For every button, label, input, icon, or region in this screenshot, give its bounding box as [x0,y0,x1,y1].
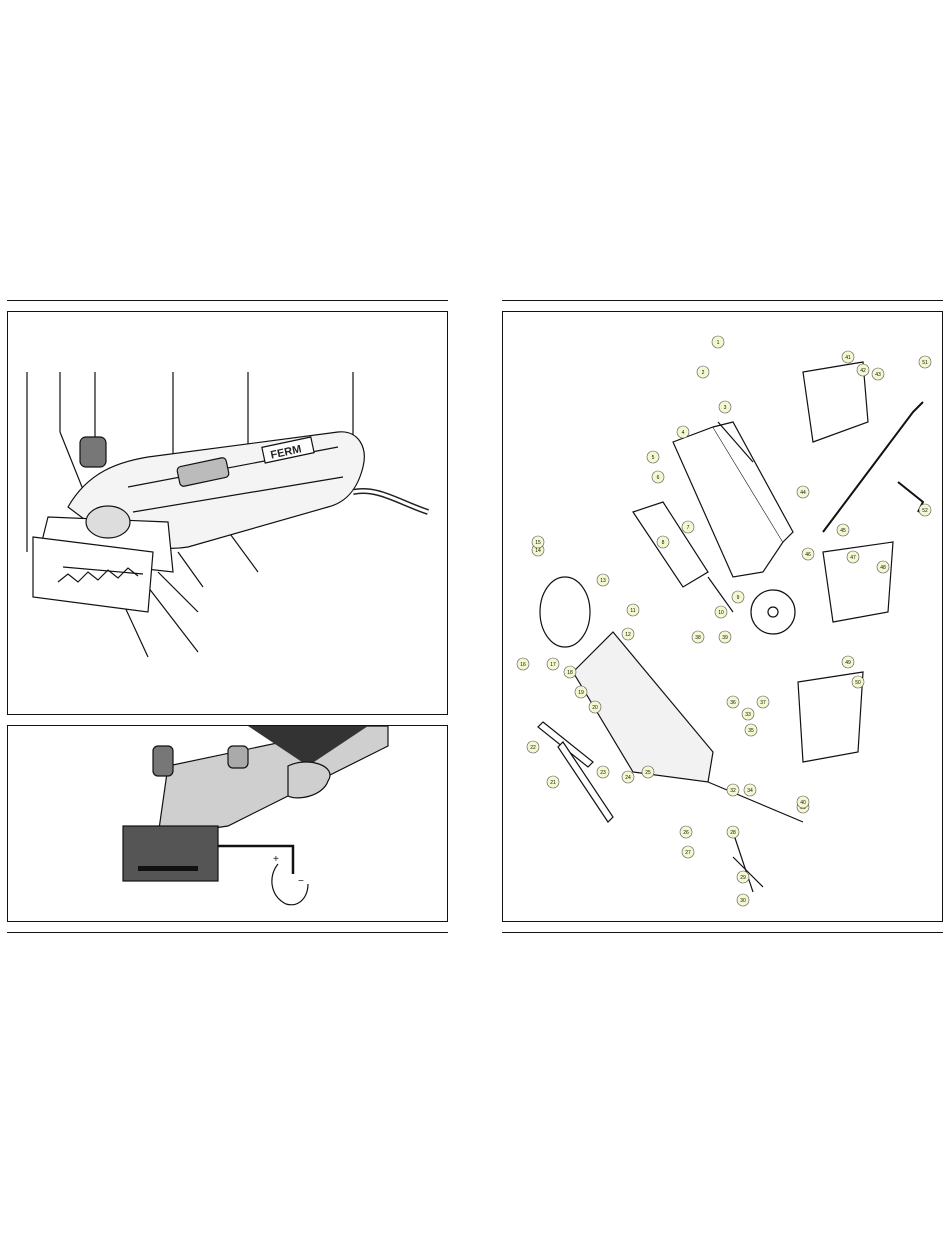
plus-sign: + [273,854,279,865]
right-header-rule [502,300,943,301]
part-callout-number: 35 [748,728,754,734]
part-callout-number: 36 [730,700,736,706]
base-plate [123,826,218,881]
part-callout-number: 27 [685,850,691,856]
depth-knob [80,437,106,467]
part-callout-number: 6 [657,475,660,481]
part-callout-number: 30 [740,898,746,904]
part-callout-number: 8 [662,540,665,546]
left-footer-rule [7,932,448,933]
part-callout-number: 38 [695,635,701,641]
part-callout-number: 48 [880,565,886,571]
part-callout-number: 29 [740,875,746,881]
part-callout-number: 14 [535,548,541,554]
part-callout-number: 7 [687,525,690,531]
part-callout-number: 32 [730,788,736,794]
tool-overview-figure: FERM [7,311,448,715]
part-callout-number: 40 [800,800,806,806]
part-callout-number: 22 [530,745,536,751]
part-callout-number: 34 [747,788,753,794]
part-callout-number: 23 [600,770,606,776]
part-callout-number: 26 [683,830,689,836]
part-callout-number: 50 [855,680,861,686]
part-callout-number: 43 [875,372,881,378]
part-callout-number: 52 [922,508,928,514]
part-callout-number: 15 [535,540,541,546]
part-callout-number: 5 [652,455,655,461]
right-footer-rule [502,932,943,933]
part-callout-number: 28 [730,830,736,836]
part-callout-number: 51 [922,360,928,366]
part-callout-number: 17 [550,662,556,668]
part-callout-number: 1 [717,340,720,346]
blade-flange [86,506,130,538]
part-callout-number: 24 [625,775,631,781]
part-callout-number: 3 [724,405,727,411]
part-callout-number: 13 [600,578,606,584]
part-callout-number: 39 [722,635,728,641]
part-callout-number: 10 [718,610,724,616]
part-callout-number: 19 [578,690,584,696]
adjustment-drawing: + − [8,726,446,920]
part-callout-number: 25 [645,770,651,776]
part-callout-number: 16 [520,662,526,668]
part-callout-number: 4 [682,430,685,436]
part-callout-number: 33 [745,712,751,718]
part-callout-number: 41 [845,355,851,361]
part-callout-number: 45 [840,528,846,534]
part-callout-number: 37 [760,700,766,706]
part-callout-number: 21 [550,780,556,786]
part-callout-number: 46 [805,552,811,558]
part-callout-number: 20 [592,705,598,711]
adjustment-figure: + − [7,725,448,922]
part-callout-number: 44 [800,490,806,496]
tool-overview-drawing: FERM [8,312,446,713]
part-callout-number: 12 [625,632,631,638]
part-callout-number: 47 [850,555,856,561]
part-callout-number: 2 [702,370,705,376]
part-callout-number: 11 [630,608,635,614]
hex-key [218,846,293,874]
part-callout-number: 9 [737,595,740,601]
saw-blade [751,590,795,634]
part-callout-number: 18 [567,670,573,676]
left-header-rule [7,300,448,301]
minus-sign: − [298,876,304,887]
part-callout-number: 49 [845,660,851,666]
part-callout-number: 42 [860,368,866,374]
